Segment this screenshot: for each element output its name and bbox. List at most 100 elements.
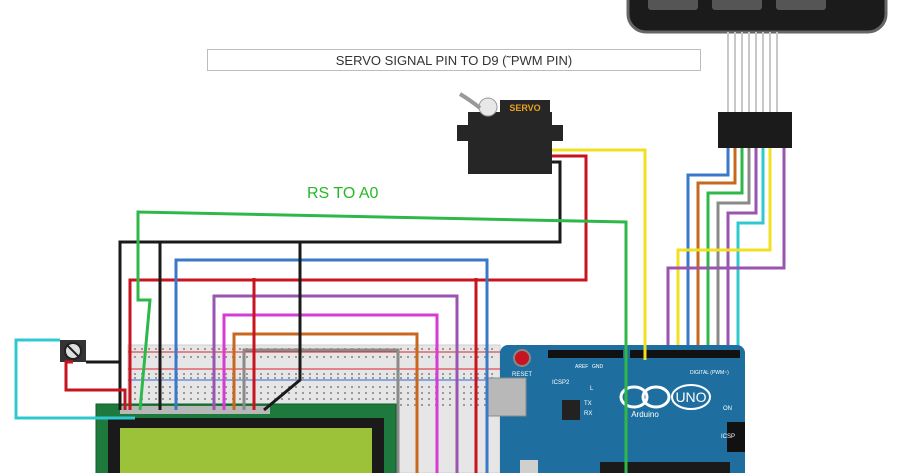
breadboard-hole bbox=[316, 373, 318, 375]
breadboard-hole bbox=[358, 377, 360, 379]
breadboard-hole bbox=[204, 377, 206, 379]
breadboard-hole bbox=[421, 386, 423, 388]
breadboard-hole bbox=[407, 356, 409, 358]
breadboard-hole bbox=[484, 377, 486, 379]
breadboard-hole bbox=[414, 392, 416, 394]
breadboard-hole bbox=[260, 398, 262, 400]
breadboard-hole bbox=[463, 386, 465, 388]
breadboard-hole bbox=[442, 392, 444, 394]
breadboard-hole bbox=[379, 373, 381, 375]
breadboard-hole bbox=[162, 377, 164, 379]
breadboard-hole bbox=[449, 373, 451, 375]
breadboard-hole bbox=[141, 356, 143, 358]
breadboard-hole bbox=[407, 404, 409, 406]
breadboard-hole bbox=[428, 398, 430, 400]
breadboard-hole bbox=[470, 398, 472, 400]
breadboard-hole bbox=[337, 377, 339, 379]
breadboard-hole bbox=[337, 398, 339, 400]
breadboard-hole bbox=[169, 377, 171, 379]
breadboard-hole bbox=[204, 398, 206, 400]
breadboard-hole bbox=[414, 398, 416, 400]
breadboard-hole bbox=[239, 356, 241, 358]
breadboard-hole bbox=[407, 377, 409, 379]
breadboard-hole bbox=[155, 373, 157, 375]
on-label: ON bbox=[723, 406, 732, 412]
breadboard-hole bbox=[190, 398, 192, 400]
breadboard-hole bbox=[442, 386, 444, 388]
breadboard-hole bbox=[225, 373, 227, 375]
breadboard-hole bbox=[477, 386, 479, 388]
breadboard-hole bbox=[470, 373, 472, 375]
breadboard-hole bbox=[316, 392, 318, 394]
breadboard-hole bbox=[379, 377, 381, 379]
breadboard-hole bbox=[386, 392, 388, 394]
breadboard-hole bbox=[477, 377, 479, 379]
breadboard-hole bbox=[288, 398, 290, 400]
breadboard-hole bbox=[372, 373, 374, 375]
breadboard-hole bbox=[225, 348, 227, 350]
breadboard-hole bbox=[211, 373, 213, 375]
breadboard-hole bbox=[302, 373, 304, 375]
breadboard-hole bbox=[400, 356, 402, 358]
breadboard-hole bbox=[197, 373, 199, 375]
rs-to-a0-annotation: RS TO A0 bbox=[307, 185, 379, 202]
gnd-label: GND bbox=[592, 364, 604, 370]
breadboard-hole bbox=[477, 356, 479, 358]
breadboard-hole bbox=[344, 392, 346, 394]
breadboard-hole bbox=[400, 373, 402, 375]
breadboard-hole bbox=[484, 373, 486, 375]
breadboard-hole bbox=[400, 398, 402, 400]
breadboard-hole bbox=[204, 386, 206, 388]
breadboard-hole bbox=[134, 392, 136, 394]
breadboard-hole bbox=[183, 377, 185, 379]
breadboard-hole bbox=[463, 348, 465, 350]
servo-motor: SERVO bbox=[457, 92, 563, 174]
breadboard-hole bbox=[442, 356, 444, 358]
breadboard-hole bbox=[484, 348, 486, 350]
breadboard-hole bbox=[442, 377, 444, 379]
breadboard-hole bbox=[470, 356, 472, 358]
breadboard-hole bbox=[183, 386, 185, 388]
breadboard-hole bbox=[421, 377, 423, 379]
breadboard-hole bbox=[337, 386, 339, 388]
reset-label: RESET bbox=[512, 372, 532, 378]
breadboard-hole bbox=[267, 398, 269, 400]
breadboard-hole bbox=[225, 392, 227, 394]
breadboard-hole bbox=[428, 404, 430, 406]
breadboard-hole bbox=[169, 348, 171, 350]
breadboard-hole bbox=[218, 392, 220, 394]
keypad-wires bbox=[666, 148, 786, 360]
breadboard-hole bbox=[449, 356, 451, 358]
breadboard-hole bbox=[484, 404, 486, 406]
uno-model-label: UNO bbox=[675, 389, 706, 405]
breadboard-hole bbox=[393, 392, 395, 394]
breadboard-hole bbox=[183, 392, 185, 394]
breadboard-hole bbox=[372, 386, 374, 388]
breadboard-hole bbox=[428, 386, 430, 388]
breadboard-hole bbox=[162, 373, 164, 375]
breadboard-hole bbox=[428, 348, 430, 350]
breadboard-hole bbox=[414, 373, 416, 375]
breadboard-hole bbox=[351, 356, 353, 358]
breadboard-hole bbox=[365, 386, 367, 388]
breadboard-hole bbox=[155, 392, 157, 394]
breadboard-hole bbox=[414, 356, 416, 358]
led-l-label: L bbox=[590, 386, 594, 392]
breadboard-hole bbox=[134, 373, 136, 375]
breadboard-hole bbox=[295, 356, 297, 358]
breadboard-hole bbox=[211, 356, 213, 358]
breadboard-hole bbox=[372, 377, 374, 379]
breadboard-hole bbox=[407, 373, 409, 375]
breadboard-hole bbox=[407, 348, 409, 350]
breadboard-hole bbox=[281, 386, 283, 388]
breadboard-hole bbox=[407, 386, 409, 388]
breadboard-hole bbox=[211, 377, 213, 379]
breadboard-hole bbox=[428, 377, 430, 379]
breadboard-hole bbox=[309, 398, 311, 400]
breadboard-hole bbox=[267, 392, 269, 394]
breadboard-hole bbox=[323, 377, 325, 379]
breadboard-hole bbox=[155, 398, 157, 400]
breadboard-hole bbox=[302, 386, 304, 388]
breadboard-hole bbox=[218, 356, 220, 358]
potentiometer bbox=[60, 340, 86, 362]
